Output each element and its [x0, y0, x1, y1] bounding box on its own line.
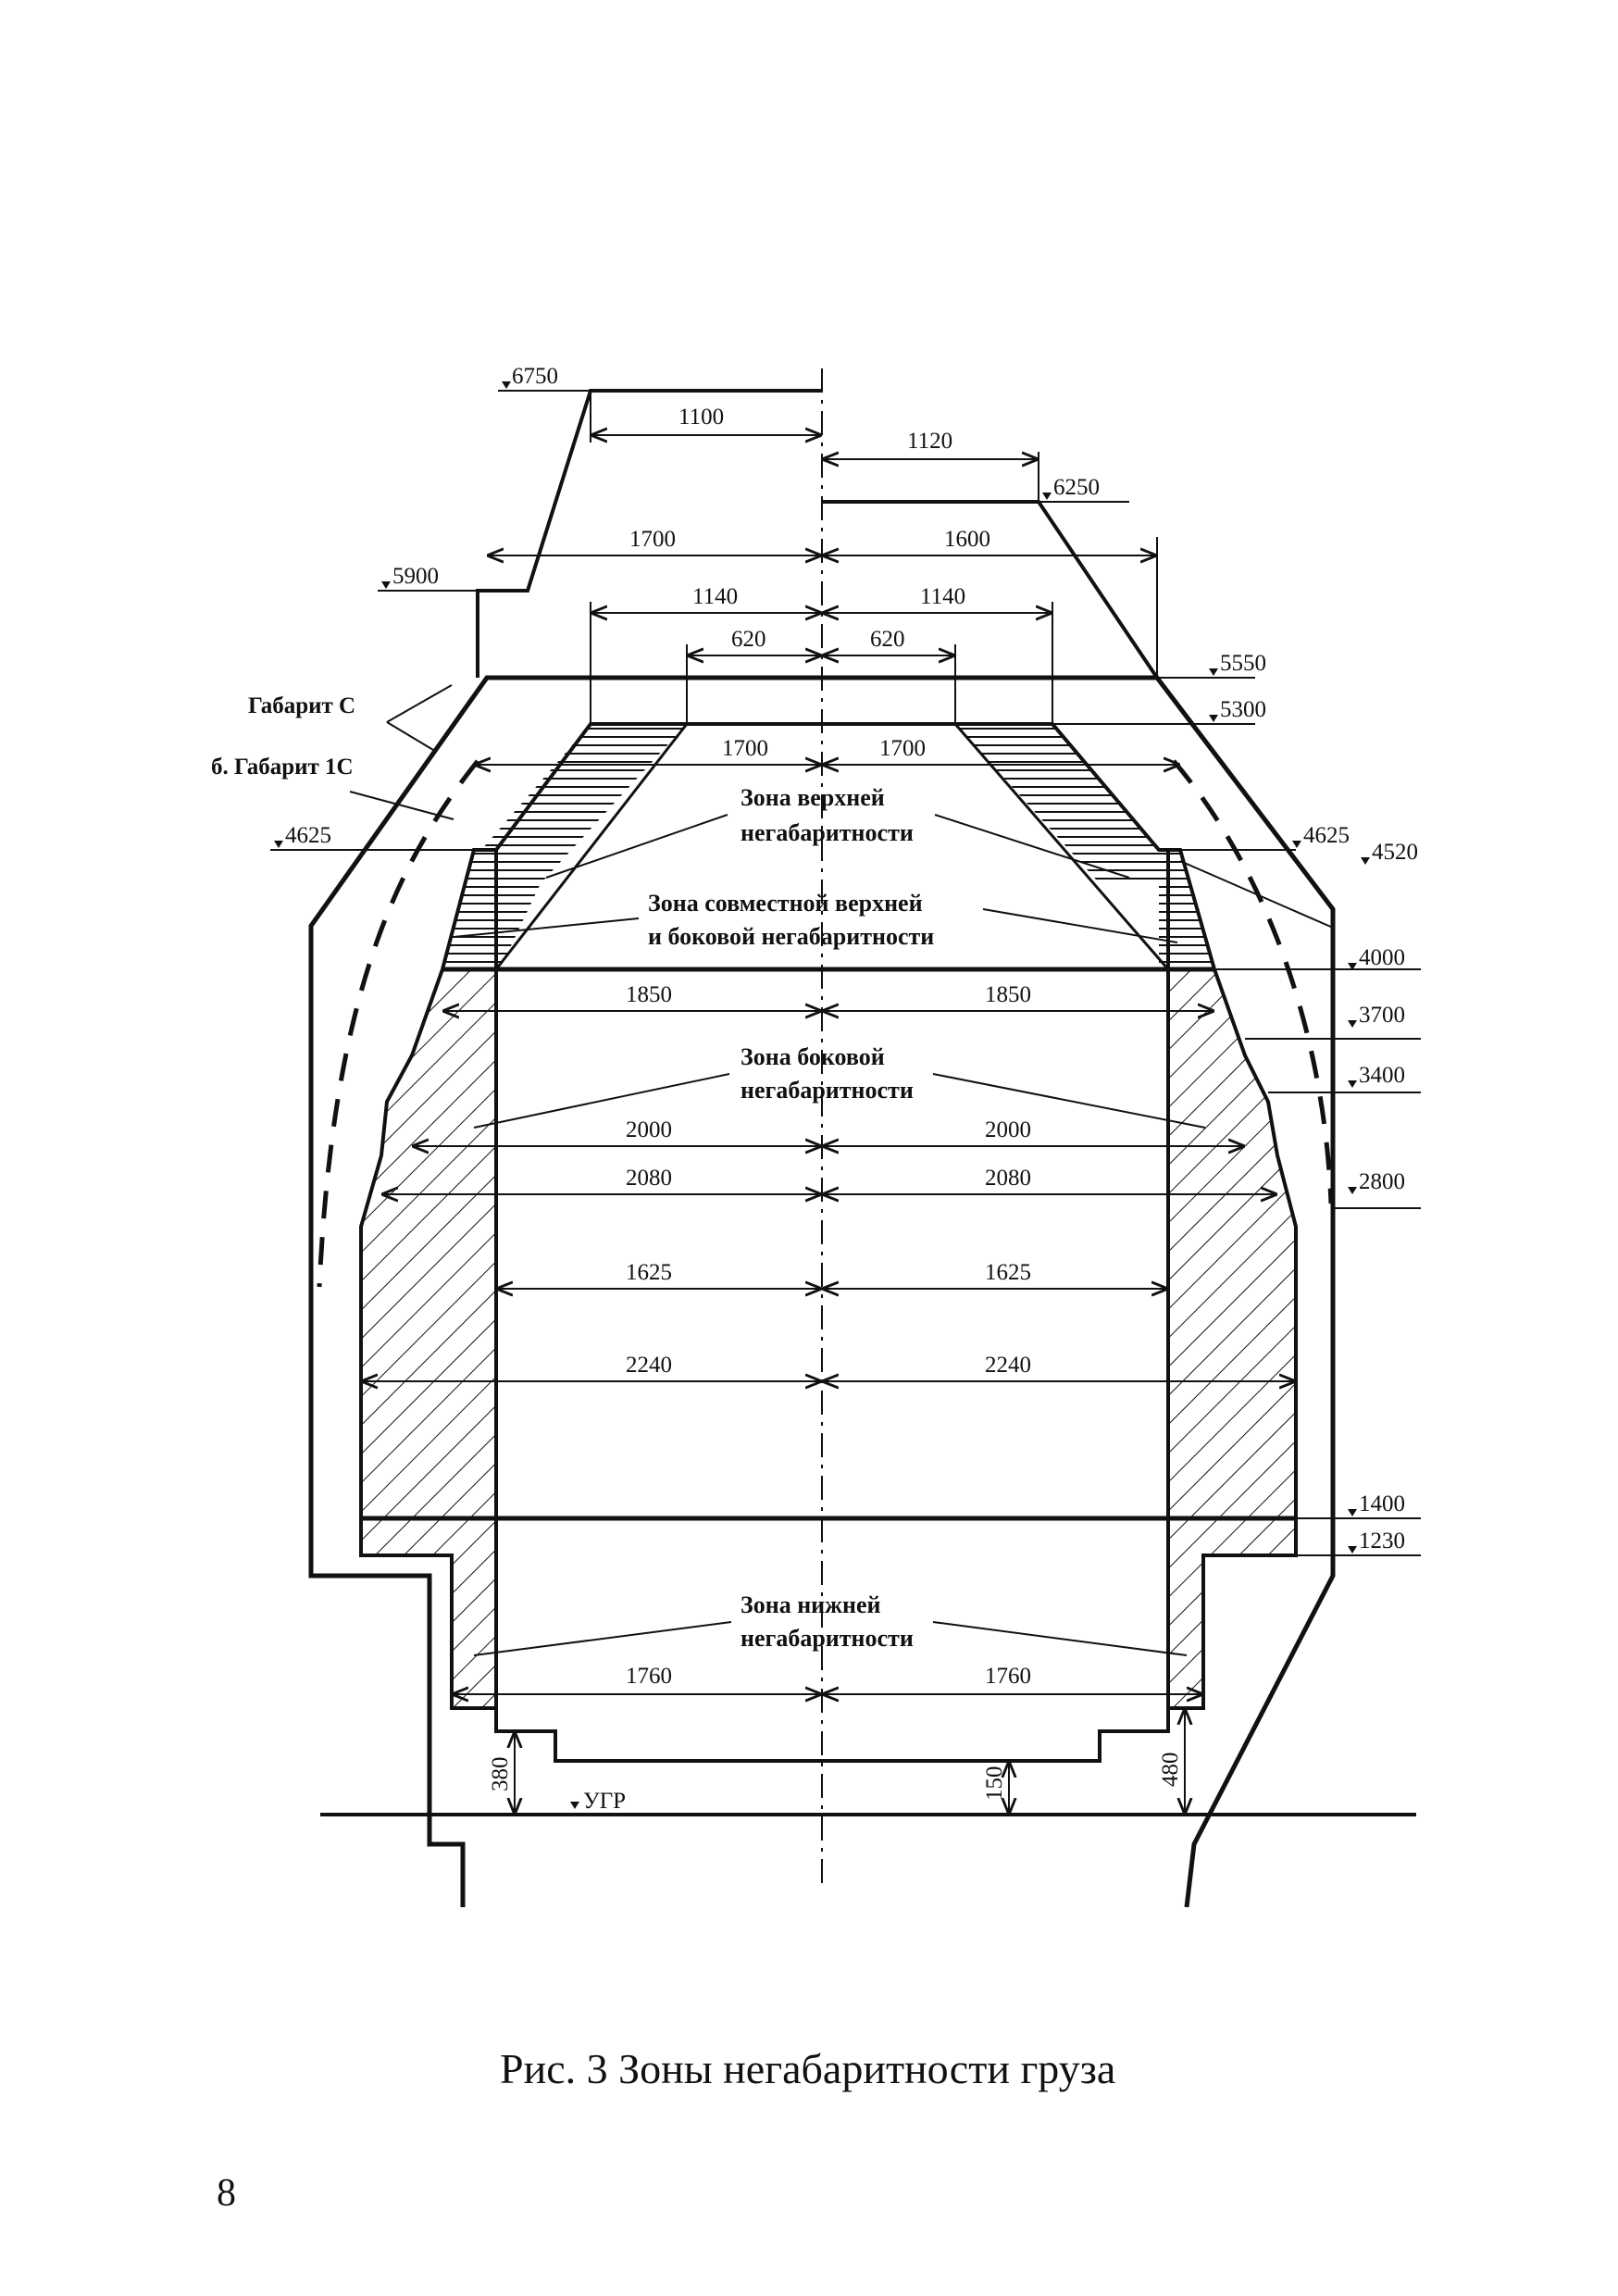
level-line-4520	[1179, 860, 1334, 929]
car-profile	[359, 722, 1298, 1763]
zone-lower-label: Зона нижней негабаритности	[741, 1591, 914, 1652]
dim-1700b-left: 1700	[722, 736, 768, 761]
dim-620-right: 620	[870, 627, 905, 652]
dim-1600-right: 1600	[944, 527, 990, 552]
dim-1140-left: 1140	[692, 584, 738, 609]
label-gabarit-c: Габарит С	[248, 693, 355, 718]
zone-side-label: Зона боковой негабаритности	[741, 1043, 914, 1104]
level-3400: 3400	[1359, 1063, 1405, 1088]
level-5300: 5300	[1220, 697, 1266, 722]
side-zone-left	[361, 969, 496, 1518]
upper-zone-right	[955, 724, 1159, 880]
zone-upper-label: Зона верхней негабаритности	[741, 784, 914, 846]
top-outline	[476, 389, 1159, 680]
lower-zone-left	[361, 1518, 496, 1708]
dim-150: 150	[982, 1766, 1007, 1802]
level-6250: 6250	[1053, 475, 1100, 500]
level-4000: 4000	[1359, 945, 1405, 970]
zone-lower-line2: негабаритности	[741, 1625, 914, 1652]
lower-zone-right	[1168, 1518, 1296, 1708]
dim-380: 380	[488, 1757, 513, 1792]
zone-combined-line1: Зона совместной верхней	[648, 890, 923, 917]
dim-480: 480	[1158, 1753, 1183, 1788]
level-1400: 1400	[1359, 1491, 1405, 1516]
level-2800: 2800	[1359, 1169, 1405, 1194]
level-markers	[274, 381, 1370, 1809]
dim-1625-right: 1625	[985, 1260, 1031, 1285]
label-gabarit-1c: б. Габарит 1С	[211, 755, 354, 780]
page-number: 8	[217, 2172, 236, 2215]
dim-1760-right: 1760	[985, 1664, 1031, 1689]
level-5900: 5900	[392, 564, 439, 589]
dim-1700-left: 1700	[629, 527, 676, 552]
dim-1140-right: 1140	[920, 584, 965, 609]
label-ugr: УГР	[583, 1789, 626, 1814]
dim-1120: 1120	[907, 429, 952, 454]
dim-2080-right: 2080	[985, 1166, 1031, 1191]
leader-lines	[349, 684, 1206, 1656]
dim-1760-left: 1760	[626, 1664, 672, 1689]
dimension-lines	[361, 391, 1296, 1815]
dim-1100: 1100	[678, 405, 724, 430]
level-3700: 3700	[1359, 1003, 1405, 1028]
dim-2240-left: 2240	[626, 1353, 672, 1378]
dim-2240-right: 2240	[985, 1353, 1031, 1378]
dim-620-left: 620	[731, 627, 766, 652]
dim-2080-left: 2080	[626, 1166, 672, 1191]
figure-caption: Рис. 3 Зоны негабаритности груза	[500, 2045, 1116, 2092]
level-5550: 5550	[1220, 651, 1266, 676]
dim-2000-left: 2000	[626, 1117, 672, 1142]
zone-side-line1: Зона боковой	[741, 1043, 885, 1070]
level-4625-right: 4625	[1303, 823, 1350, 848]
zone-side-line2: негабаритности	[741, 1077, 914, 1104]
zone-lower-line1: Зона нижней	[741, 1591, 881, 1618]
zone-combined-line2: и боковой негабаритности	[648, 923, 934, 950]
dim-2000-right: 2000	[985, 1117, 1031, 1142]
dim-1850-left: 1850	[626, 982, 672, 1007]
dim-1850-right: 1850	[985, 982, 1031, 1007]
dim-1700b-right: 1700	[879, 736, 926, 761]
zone-upper-line1: Зона верхней	[741, 784, 885, 811]
gabarit-c-outline	[308, 675, 1336, 1908]
dim-1625-left: 1625	[626, 1260, 672, 1285]
level-1230: 1230	[1359, 1529, 1405, 1554]
side-zone-right	[1168, 969, 1296, 1518]
zone-combined-label: Зона совместной верхней и боковой негаба…	[648, 890, 934, 950]
level-4520: 4520	[1372, 840, 1418, 865]
combined-zone-right	[1159, 850, 1214, 969]
level-6750: 6750	[512, 364, 558, 389]
gabarit-1c-dashed	[317, 759, 1334, 1288]
level-4625-left: 4625	[285, 823, 331, 848]
zone-upper-line2: негабаритности	[741, 819, 914, 846]
